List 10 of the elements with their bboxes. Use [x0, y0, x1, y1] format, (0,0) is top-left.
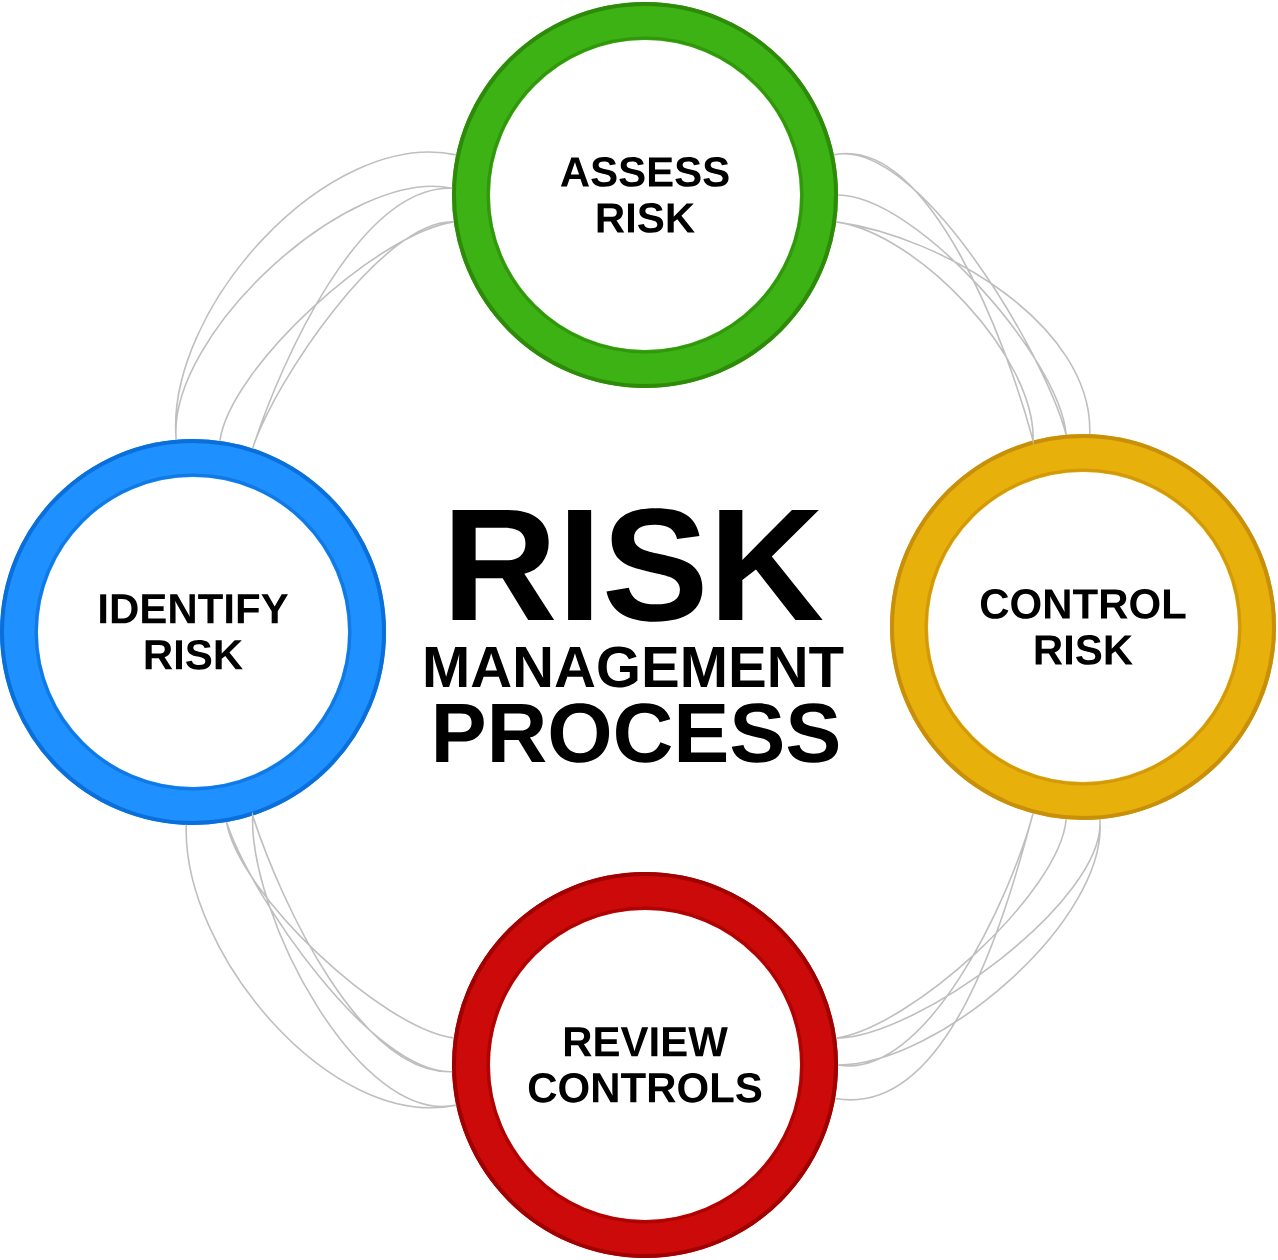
- process-ring: ASSESS RISK: [452, 2, 838, 388]
- process-ring: CONTROL RISK: [890, 434, 1276, 820]
- connector-lines: [834, 812, 1101, 1100]
- title-text: RISK: [452, 508, 823, 622]
- connector-lines: [185, 814, 458, 1109]
- process-ring: IDENTIFY RISK: [0, 439, 386, 825]
- connector-lines: [175, 151, 458, 450]
- title-text: MANAGEMENT: [425, 646, 844, 688]
- title-text: PROCESS: [436, 703, 839, 763]
- process-ring: REVIEW CONTROLS: [452, 872, 838, 1258]
